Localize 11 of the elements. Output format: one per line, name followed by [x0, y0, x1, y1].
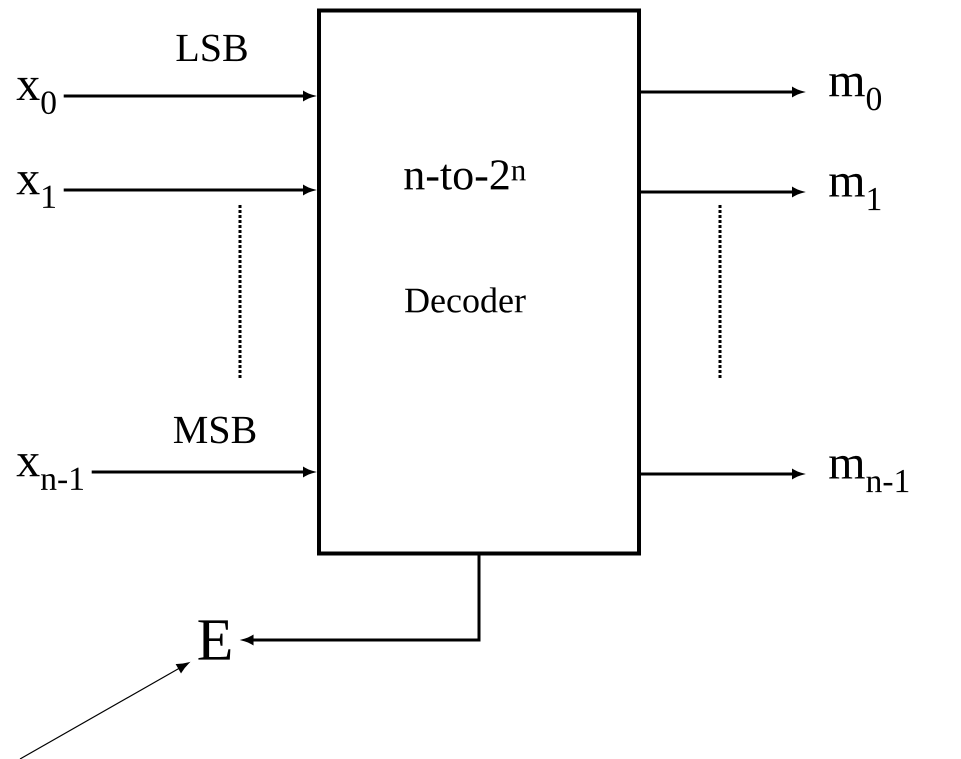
input-label: x$_{n-1}$	[16, 454, 83, 490]
input-label: x$_{1}$	[16, 172, 55, 208]
enable-label: E	[198, 620, 230, 660]
input-label: x$_{0}$	[16, 78, 56, 114]
decoder-box: n-to-2$^{n}$ Decoder	[317, 8, 641, 556]
bit-label: LSB	[176, 34, 247, 62]
output-label: m$_{n-1}$	[829, 456, 908, 492]
bit-label: MSB	[174, 416, 256, 444]
output-label: m$_{0}$	[829, 74, 882, 110]
leader-arrow	[20, 662, 190, 759]
output-label: m$_{1}$	[829, 174, 880, 210]
